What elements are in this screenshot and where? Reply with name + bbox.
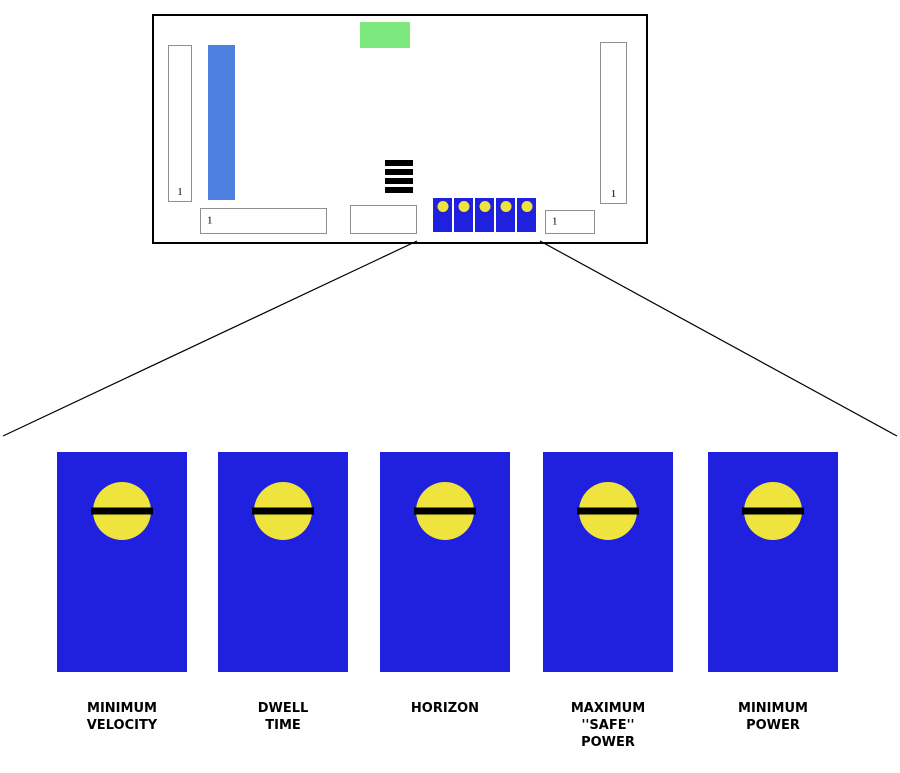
trimpot-label: HORIZON <box>410 701 480 716</box>
board-trimpot <box>475 198 494 232</box>
trimpot-dot <box>479 201 490 212</box>
pin-1-label: 1 <box>610 188 617 200</box>
trimpot-detail: MINIMUM POWER <box>708 452 838 733</box>
trimpot-dot <box>458 201 469 212</box>
trimpot-dial <box>252 482 314 540</box>
middle-connector <box>350 205 417 234</box>
trimpot-detail: HORIZON <box>380 452 510 716</box>
callout-line-left <box>2 240 418 437</box>
trimpot-dial <box>91 482 153 540</box>
green-component <box>360 22 410 48</box>
trimpot-detail: MAXIMUM ''SAFE'' POWER <box>543 452 673 750</box>
trimpot-slot <box>91 507 153 515</box>
trimpot-detail: DWELL TIME <box>218 452 348 733</box>
board-trimpot <box>433 198 452 232</box>
trimpot-detail: MINIMUM VELOCITY <box>57 452 187 733</box>
circuit-board: 1 1 1 1 <box>152 14 648 244</box>
trimpot-slot <box>252 507 314 515</box>
board-trimpot <box>517 198 536 232</box>
callout-line-right <box>539 240 898 437</box>
trimpot-label: MAXIMUM ''SAFE'' POWER <box>570 701 646 750</box>
pin-1-label: 1 <box>552 215 558 228</box>
trimpot-dot <box>437 201 448 212</box>
trimpot-label: MINIMUM POWER <box>738 701 808 733</box>
bottom-right-connector: 1 <box>545 210 595 234</box>
blue-component <box>208 45 235 200</box>
trimpot-label: MINIMUM VELOCITY <box>86 701 158 733</box>
trimpot-dial <box>577 482 639 540</box>
trimpot-dial <box>414 482 476 540</box>
right-edge-connector: 1 <box>600 42 627 204</box>
trimpot-dial <box>742 482 804 540</box>
trimpot-label: DWELL TIME <box>257 701 309 733</box>
trimpot-slot <box>577 507 639 515</box>
bottom-left-connector: 1 <box>200 208 327 234</box>
trimpot-dot <box>521 201 532 212</box>
pin-1-label: 1 <box>177 186 183 198</box>
trimpot-slot <box>414 507 476 515</box>
board-trimpot <box>454 198 473 232</box>
pin-1-label: 1 <box>207 214 213 227</box>
trimpot-dot <box>500 201 511 212</box>
left-edge-connector: 1 <box>168 45 192 202</box>
trimpot-slot <box>742 507 804 515</box>
board-trimpot <box>496 198 515 232</box>
striped-ic-component <box>385 160 413 196</box>
